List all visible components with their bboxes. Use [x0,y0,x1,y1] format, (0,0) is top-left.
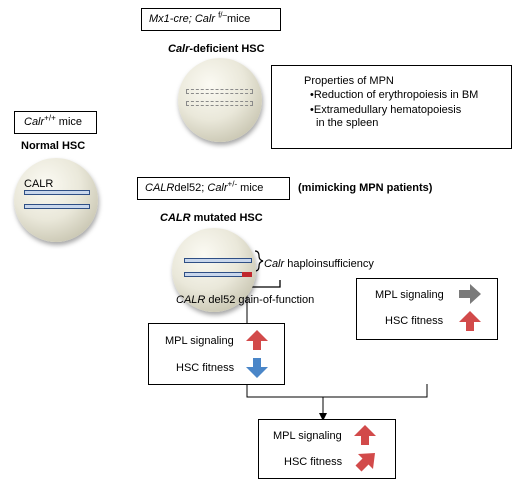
mpn-property-item: •Extramedullary hematopoiesis [310,104,462,116]
mpn-property-item: •Reduction of erythropoiesis in BM [310,89,479,101]
mpn-property-item: in the spleen [316,117,379,129]
hsc-fitness-label: HSC fitness [385,315,444,327]
mutated-hsc-cell [172,228,256,312]
deficient-genotype-box: Mx1-cre; Calr f/–mice [141,8,281,31]
mutated-genotype-box: CALRdel52; Calr+/- mice [137,177,290,200]
calr-protein-label: CALR [24,178,54,190]
outcome-box-haplo: MPL signaling HSC fitness [356,278,498,340]
normal-genotype-box: Calr+/+ mice [14,111,97,134]
arrow-right-icon [459,284,481,304]
hsc-fitness-label: HSC fitness [176,362,235,374]
arrow-up-right-icon [355,453,375,472]
outcome-box-mutated: MPL signaling HSC fitness [148,323,285,385]
arrow-up-icon [459,311,481,331]
deleted-allele-2 [186,101,253,106]
gain-of-function-label: CALR del52 gain-of-function [176,294,315,306]
hsc-fitness-label: HSC fitness [284,456,343,468]
mpn-properties-box: Properties of MPN •Reduction of erythrop… [271,65,512,149]
haplo-brace [254,250,264,272]
wildtype-allele [184,258,252,263]
arrow-up-icon [354,425,376,445]
haploinsufficiency-label: Calr haploinsufficiency [264,258,374,270]
outcome-box-combined: MPL signaling HSC fitness [258,419,396,479]
normal-hsc-cell [14,158,98,242]
mpl-signaling-label: MPL signaling [165,335,234,347]
deficient-genotype-label: Mx1-cre; Calr f/–mice [149,10,251,25]
mimicking-mpn-note: (mimicking MPN patients) [298,182,433,194]
mutated-hsc-title: CALR mutated HSC [160,212,263,224]
deficient-hsc-cell [178,58,262,142]
merge-line [246,384,428,398]
del52-mutation-segment [242,272,252,277]
mpl-signaling-label: MPL signaling [273,430,342,442]
arrow-down-icon [246,358,268,378]
mutated-genotype-label: CALRdel52; Calr+/- mice [145,179,264,194]
deficient-hsc-title: Calr-deficient HSC [168,43,265,55]
deleted-allele-1 [186,89,253,94]
normal-genotype-label: Calr+/+ mice [24,113,83,128]
normal-allele-2 [24,204,90,209]
normal-hsc-title: Normal HSC [21,140,86,152]
mpn-properties-heading: Properties of MPN [304,75,394,87]
normal-allele-1 [24,190,90,195]
mpl-signaling-label: MPL signaling [375,289,444,301]
arrow-up-icon [246,330,268,350]
